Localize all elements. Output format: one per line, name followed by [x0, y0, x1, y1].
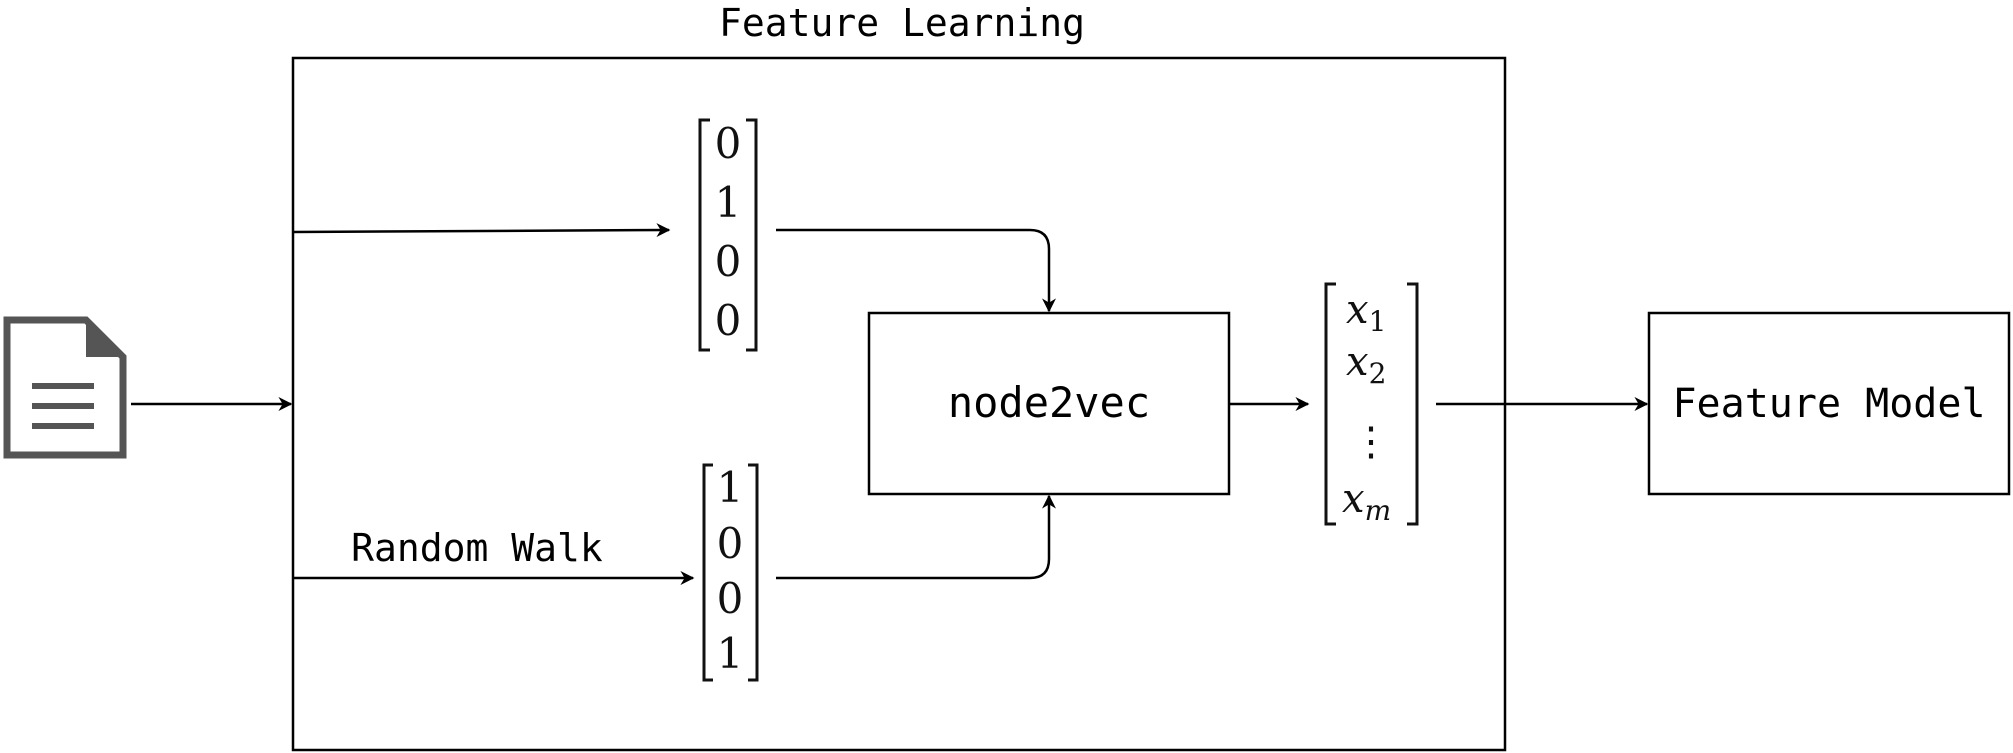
feature-learning-title: Feature Learning	[719, 1, 1085, 45]
embedding-vector: x1 x2 ⋮ xm	[1324, 282, 1419, 527]
embedding-entry-x1: x1	[1346, 287, 1386, 338]
embedding-entry-x2: x2	[1346, 339, 1386, 390]
top-branch-arrow	[292, 223, 671, 238]
top-vector-entry: 1	[715, 178, 742, 227]
bottom-vector-to-node2vec-arrow	[776, 494, 1056, 580]
bottom-vector-entry: 0	[717, 519, 744, 568]
bottom-vector-entry: 1	[717, 629, 744, 678]
top-vector-entry: 0	[715, 296, 742, 345]
bottom-one-hot-vector: 1 0 0 1	[702, 463, 759, 682]
embedding-ellipsis: ⋮	[1351, 419, 1391, 465]
feature-model-box: Feature Model	[1647, 311, 2011, 496]
node2vec-label: node2vec	[948, 378, 1150, 427]
top-vector-to-node2vec-arrow	[776, 228, 1056, 313]
embedding-entry-xm: xm	[1342, 476, 1391, 527]
bottom-vector-entry: 1	[717, 463, 744, 512]
node2vec-box: node2vec	[867, 311, 1231, 496]
top-vector-entry: 0	[715, 119, 742, 168]
document-icon	[3, 316, 127, 459]
random-walk-label: Random Walk	[351, 526, 603, 570]
bottom-vector-entry: 0	[717, 574, 744, 623]
feature-model-label: Feature Model	[1672, 381, 1985, 427]
top-one-hot-vector: 0 1 0 0	[698, 118, 758, 352]
top-vector-entry: 0	[715, 237, 742, 286]
